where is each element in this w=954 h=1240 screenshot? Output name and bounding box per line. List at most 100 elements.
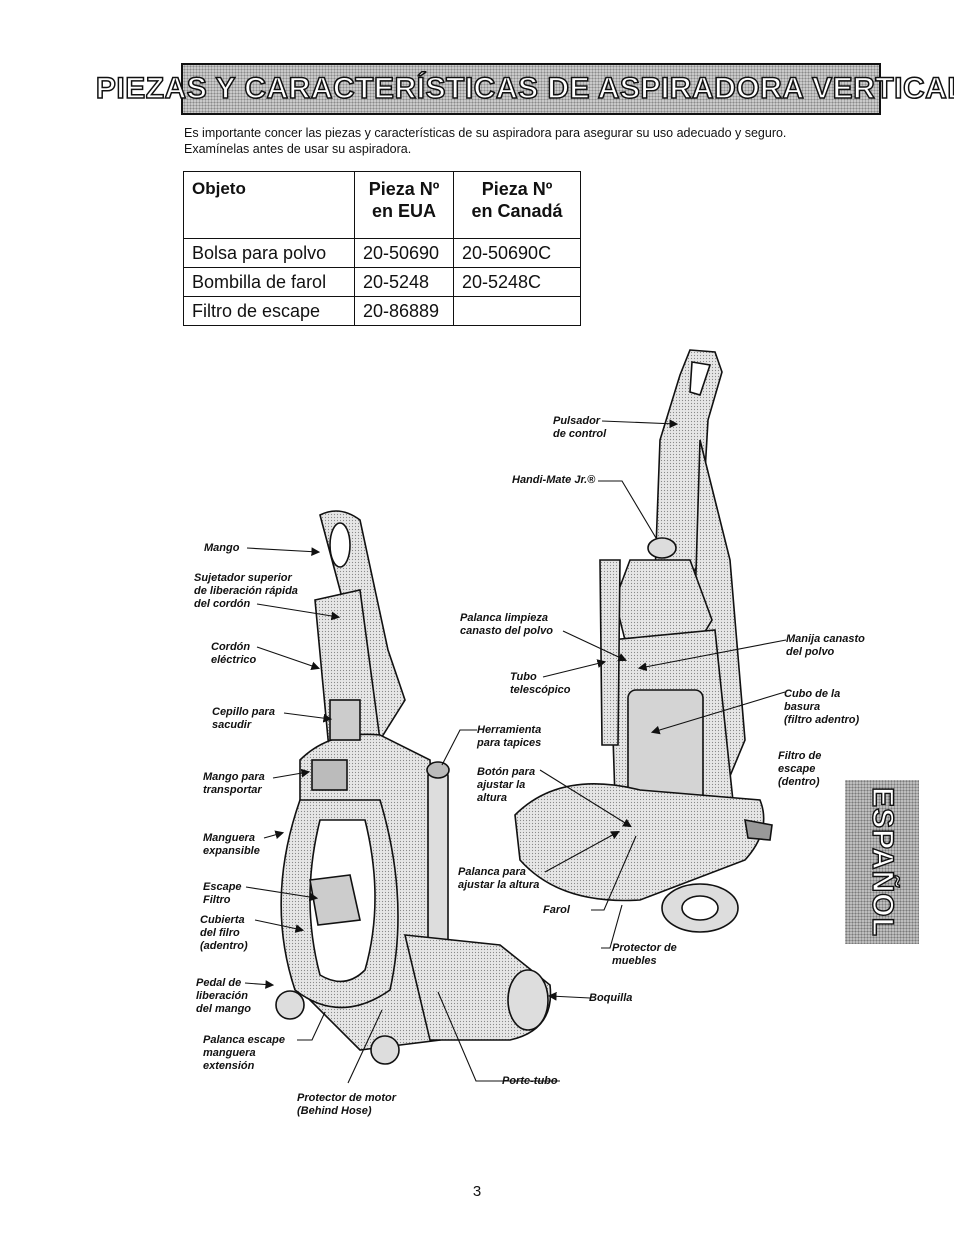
page-title: PIEZAS Y CARACTERÍSTICAS DE ASPIRADORA V…: [95, 71, 954, 106]
intro-line-1: Es importante concer las piezas y caract…: [184, 126, 787, 140]
cell-us: 20-50690: [354, 238, 454, 268]
page-number: 3: [472, 1183, 482, 1200]
label-line: del mango: [196, 1003, 252, 1015]
table-row: Bolsa para polvo 20-50690 20-50690C: [183, 238, 581, 268]
language-tab: ESPAÑOL: [845, 780, 919, 944]
label-line: Mango: [204, 542, 240, 554]
label-herramienta: Herramienta para tapices: [477, 724, 541, 750]
label-line: Pulsador: [553, 415, 601, 427]
label-line: ajustar la altura: [458, 879, 540, 891]
label-line: Palanca limpieza: [460, 612, 549, 624]
front-handle: [654, 349, 723, 581]
label-porte-tubo: Porte-tubo: [502, 1075, 558, 1088]
vacuum-front-view: [514, 349, 773, 933]
label-line: Escape: [203, 881, 242, 893]
label-line: escape: [778, 763, 816, 775]
label-line: del filro: [200, 927, 240, 939]
label-line: del polvo: [786, 646, 835, 658]
label-mango: Mango: [204, 542, 239, 555]
label-line: Handi-Mate Jr.®: [512, 474, 596, 486]
label-line: Tubo: [510, 671, 537, 683]
cell-ca: 20-5248C: [453, 267, 581, 297]
label-line: de control: [553, 428, 607, 440]
label-cubierta: Cubierta del filro (adentro): [200, 914, 248, 953]
label-line: liberación: [196, 990, 248, 1002]
label-cordon: Cordón eléctrico: [211, 641, 256, 667]
cell-ca: 20-50690C: [453, 238, 581, 268]
dusting-brush: [329, 699, 361, 741]
label-boton: Botón para ajustar la altura: [477, 766, 535, 805]
label-line: transportar: [203, 784, 262, 796]
label-line: Cubo de la: [784, 688, 841, 700]
label-line: del cordón: [194, 598, 251, 610]
label-line: Botón para: [477, 766, 536, 778]
label-line: de liberación rápida: [194, 585, 298, 597]
label-line: (Behind Hose): [297, 1105, 372, 1117]
label-escape-filtro: Escape Filtro: [203, 881, 242, 907]
header-ca-line-1: Pieza Nº: [481, 179, 553, 199]
label-line: (filtro adentro): [784, 714, 860, 726]
label-line: Palanca escape: [203, 1034, 285, 1046]
label-line: Porte-tubo: [502, 1075, 558, 1087]
cell-us: 20-86889: [354, 296, 454, 326]
parts-table: Objeto Pieza Nº en EUA Pieza Nº en Canad…: [183, 171, 581, 326]
label-line: Herramienta: [477, 724, 542, 736]
label-line: Palanca para: [458, 866, 526, 878]
table-row: Filtro de escape 20-86889: [183, 296, 581, 326]
intro-line-2: Examínelas antes de usar su aspiradora.: [184, 142, 412, 156]
exhaust-filter: [309, 874, 361, 926]
label-line: basura: [784, 701, 821, 713]
label-line: Protector de motor: [297, 1092, 397, 1104]
label-line: altura: [477, 792, 507, 804]
header-us-line-2: en EUA: [371, 201, 436, 221]
label-protector-motor: Protector de motor (Behind Hose): [297, 1092, 396, 1118]
label-palanca-limpieza: Palanca limpieza canasto del polvo: [460, 612, 553, 638]
back-wheel-right: [370, 1035, 400, 1065]
label-line: Cepillo para: [212, 706, 275, 718]
label-line: Filtro: [203, 894, 231, 906]
label-handimate: Handi-Mate Jr.®: [512, 474, 595, 487]
label-line: Cubierta: [200, 914, 245, 926]
label-line: sacudir: [212, 719, 252, 731]
cell-item: Filtro de escape: [183, 296, 355, 326]
parts-table-header: Objeto Pieza Nº en EUA Pieza Nº en Canad…: [183, 171, 581, 239]
label-line: (dentro): [778, 776, 820, 788]
cell-ca: [453, 296, 581, 326]
label-line: Sujetador superior: [194, 572, 292, 584]
header-us-line-1: Pieza Nº: [368, 179, 440, 199]
label-line: eléctrico: [211, 654, 257, 666]
front-nozzle: [514, 783, 765, 902]
carry-handle: [311, 759, 348, 791]
header-ca-part: Pieza Nº en Canadá: [453, 171, 581, 239]
label-filtro-escape: Filtro de escape (dentro): [778, 750, 821, 789]
label-line: Pedal de: [196, 977, 242, 989]
label-palanca-escape: Palanca escape manguera extensión: [203, 1034, 285, 1073]
cell-item: Bolsa para polvo: [183, 238, 355, 268]
title-band: PIEZAS Y CARACTERÍSTICAS DE ASPIRADORA V…: [95, 63, 954, 115]
label-line: Cordón: [211, 641, 251, 653]
label-manija: Manija canasto del polvo: [786, 633, 865, 659]
label-farol: Farol: [543, 904, 570, 917]
label-line: extensión: [203, 1060, 255, 1072]
header-item: Objeto: [183, 171, 355, 239]
header-us-part: Pieza Nº en EUA: [354, 171, 454, 239]
label-tubo: Tubo telescópico: [510, 671, 571, 697]
label-line: Boquilla: [589, 992, 633, 1004]
label-cepillo: Cepillo para sacudir: [212, 706, 275, 732]
cell-item: Bombilla de farol: [183, 267, 355, 297]
label-line: (adentro): [200, 940, 248, 952]
header-ca-line-2: en Canadá: [471, 201, 563, 221]
language-tab-text: ESPAÑOL: [865, 786, 900, 937]
intro-text: Es importante concer las piezas y caract…: [184, 125, 884, 157]
label-protector-muebles: Protector de muebles: [612, 942, 677, 968]
label-manguera: Manguera expansible: [203, 832, 260, 858]
label-cubo: Cubo de la basura (filtro adentro): [784, 688, 859, 727]
label-line: expansible: [203, 845, 260, 857]
vacuum-back-view: [275, 510, 552, 1065]
label-line: Manguera: [203, 832, 255, 844]
label-line: ajustar la: [477, 779, 526, 791]
label-line: Filtro de: [778, 750, 822, 762]
label-pedal: Pedal de liberación del mango: [196, 977, 251, 1016]
label-line: canasto del polvo: [460, 625, 553, 637]
